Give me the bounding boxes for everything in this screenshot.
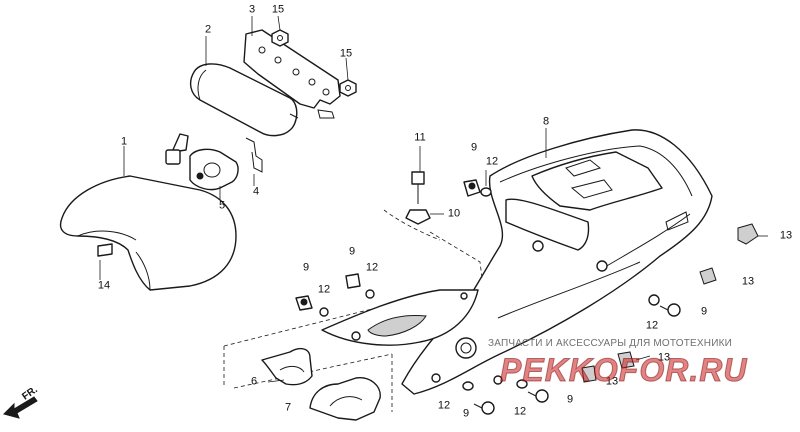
callout-7: 7 xyxy=(284,401,292,414)
nut-lower xyxy=(339,79,357,97)
damper-center xyxy=(617,351,635,369)
collar-mid xyxy=(365,289,375,299)
mounting-bracket xyxy=(243,29,341,119)
callout-12-mid: 12 xyxy=(365,261,379,274)
callout-9-top: 9 xyxy=(470,141,478,154)
callout-4: 4 xyxy=(252,185,260,198)
callout-9-bottom-left: 9 xyxy=(462,407,470,420)
callout-11: 11 xyxy=(414,131,426,144)
callout-6: 6 xyxy=(250,375,258,388)
collar-left xyxy=(319,307,329,317)
callout-12-bottom-left: 12 xyxy=(437,399,451,412)
callout-12-right: 12 xyxy=(645,319,659,332)
rubber-pad xyxy=(261,347,313,386)
callout-9-mid: 9 xyxy=(348,245,356,258)
callout-14: 14 xyxy=(97,279,111,292)
lock-clip xyxy=(245,137,263,173)
front-direction-arrow xyxy=(3,396,38,419)
fastener-right xyxy=(659,303,681,317)
damper-upper-right xyxy=(737,223,759,245)
callout-15-lower: 15 xyxy=(339,47,353,60)
callout-3: 3 xyxy=(248,3,256,16)
callout-13-mid-right: 13 xyxy=(741,275,755,288)
collar-bottom-right xyxy=(516,379,528,389)
callout-13-upper-right: 13 xyxy=(779,229,793,242)
callout-9-left: 9 xyxy=(302,261,310,274)
foam-pad xyxy=(309,377,381,421)
callout-12-left: 12 xyxy=(317,283,331,296)
fastener-bottom-right xyxy=(527,389,549,403)
leader-lines xyxy=(99,15,768,383)
mounting-bolt xyxy=(411,171,425,204)
watermark-logo: PEKKOFOR.RU xyxy=(499,352,748,389)
callout-2: 2 xyxy=(204,23,212,36)
collar-right xyxy=(648,294,660,306)
collar-bottom-left xyxy=(462,381,474,391)
watermark-text: ЗАПЧАСТИ И АКСЕССУАРЫ ДЛЯ МОТОТЕХНИКИ xyxy=(488,338,733,349)
callout-5: 5 xyxy=(218,199,226,212)
fastener-bottom-left xyxy=(473,401,495,415)
seat-lock xyxy=(165,133,239,191)
callout-10: 10 xyxy=(447,207,461,220)
collar-top xyxy=(480,187,492,197)
callout-12-top: 12 xyxy=(485,155,499,168)
seat-cushion xyxy=(97,243,113,257)
damper-lower xyxy=(581,365,597,383)
pillion-seat xyxy=(59,175,237,291)
grommet xyxy=(405,209,431,225)
grab-rail xyxy=(189,63,299,137)
nut-upper xyxy=(271,29,289,47)
callout-9-right: 9 xyxy=(700,305,708,318)
callout-1: 1 xyxy=(120,135,128,148)
callout-12-bottom-right: 12 xyxy=(513,405,527,418)
callout-13-lower: 13 xyxy=(605,375,619,388)
damper-mid-right xyxy=(699,267,717,285)
tail-cowl xyxy=(223,129,713,412)
fastener-mid xyxy=(345,273,361,289)
side-panel xyxy=(321,289,479,346)
callout-13-center: 13 xyxy=(657,351,671,364)
callout-8: 8 xyxy=(542,115,550,128)
fastener-left xyxy=(295,295,313,311)
callout-15-upper: 15 xyxy=(271,3,285,16)
fastener-top xyxy=(463,179,481,197)
callout-9-bottom-right: 9 xyxy=(566,393,574,406)
